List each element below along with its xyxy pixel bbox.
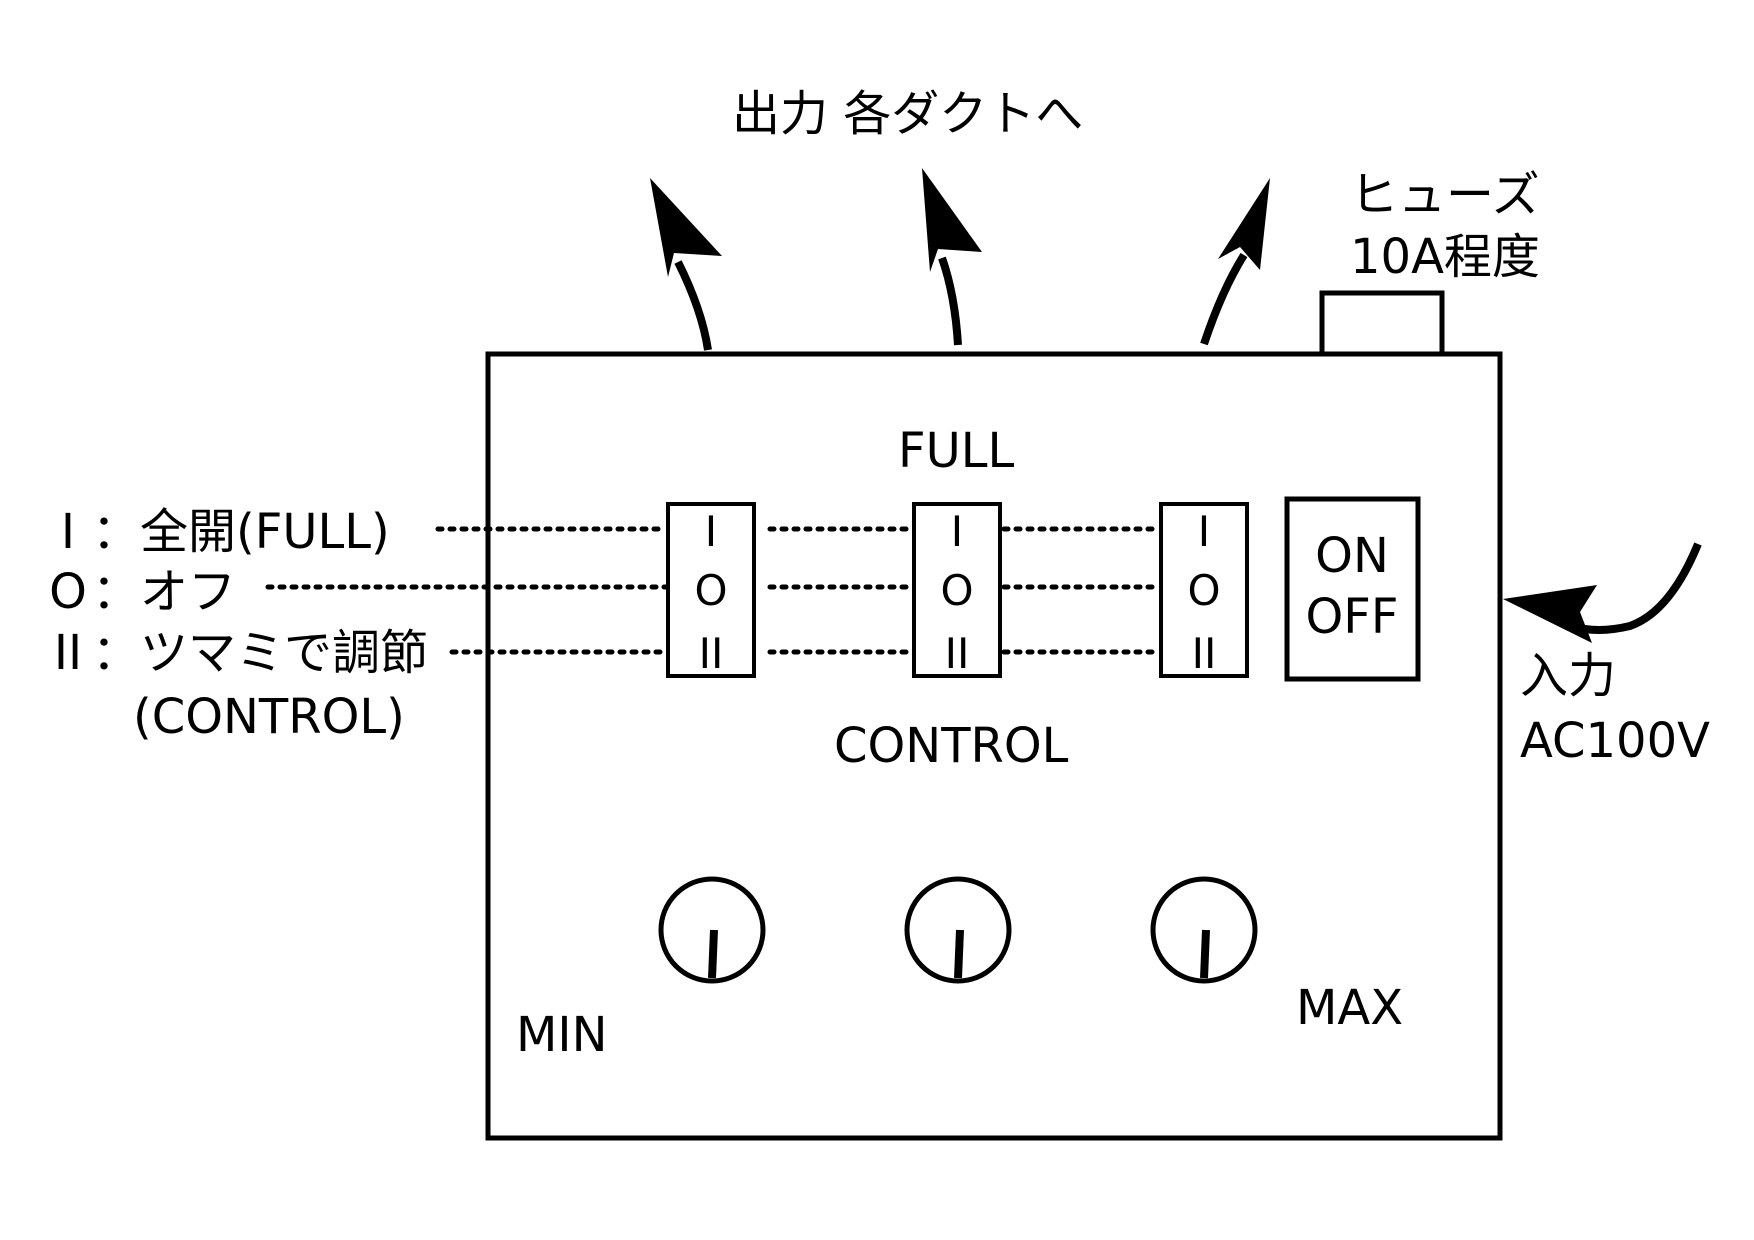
power-switch-off-label: OFF [1306, 589, 1399, 645]
power-switch[interactable]: ON OFF [1284, 496, 1421, 682]
input-label-line1: 入力 [1520, 648, 1616, 704]
switch-1[interactable]: I O II [666, 502, 756, 678]
legend-text-control: ：ツマミで調節 [92, 625, 428, 681]
input-arrow [1503, 542, 1702, 643]
fuse-label-line1: ヒューズ [1350, 167, 1540, 223]
full-label: FULL [898, 423, 1014, 479]
input-label-line2: AC100V [1520, 713, 1710, 769]
switch-3-mark-control: II [1192, 629, 1217, 678]
output-arrow-2 [938, 256, 962, 346]
legend-continuation: (CONTROL) [133, 689, 405, 745]
legend: I ：全開(FULL) O ：オフ II ：ツマミで調節 (CONTROL) [49, 504, 428, 745]
switch-2-mark-off: O [940, 566, 973, 615]
legend-symbol-off: O [49, 564, 87, 620]
max-label: MAX [1296, 980, 1403, 1036]
output-arrow-3 [1200, 252, 1248, 346]
switch-2-mark-full: I [951, 507, 963, 556]
dotted-leaders [265, 526, 1161, 655]
output-arrow-1-head [650, 178, 722, 277]
legend-text-full: ：全開(FULL) [92, 504, 390, 560]
legend-symbol-control: II [54, 625, 82, 681]
switch-1-mark-control: II [699, 629, 724, 678]
switch-1-mark-off: O [694, 566, 727, 615]
output-arrow-1 [674, 260, 712, 351]
legend-symbol-full: I [61, 504, 75, 560]
switch-3[interactable]: I O II [1159, 502, 1249, 678]
power-switch-on-label: ON [1315, 528, 1389, 584]
output-arrow-3-head [1218, 178, 1270, 270]
output-arrows [650, 168, 1270, 351]
knob-3[interactable] [1150, 876, 1258, 984]
fuse-holder [1319, 290, 1445, 357]
switch-2[interactable]: I O II [912, 502, 1002, 678]
output-label: 出力 各ダクトへ [732, 86, 1083, 142]
control-label: CONTROL [834, 718, 1069, 774]
input-arrow-head [1503, 585, 1597, 643]
switch-3-mark-full: I [1198, 507, 1210, 556]
switch-1-mark-full: I [705, 507, 717, 556]
min-label: MIN [516, 1007, 607, 1063]
knob-1[interactable] [658, 876, 766, 984]
enclosure-box [485, 351, 1503, 1141]
legend-text-off: ：オフ [92, 564, 236, 620]
switch-2-mark-control: II [945, 629, 970, 678]
switch-3-mark-off: O [1187, 566, 1220, 615]
fuse-label-line2: 10A程度 [1350, 229, 1540, 285]
output-arrow-2-head [922, 168, 982, 272]
knob-2[interactable] [904, 876, 1012, 984]
